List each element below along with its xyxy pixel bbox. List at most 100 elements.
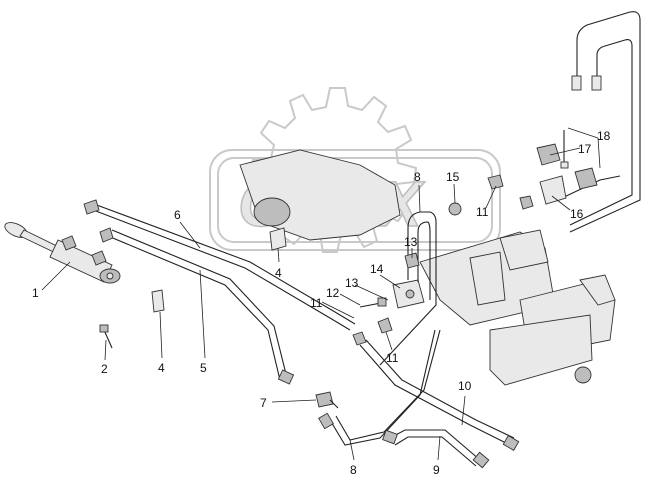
bolt-2-head — [99, 324, 109, 333]
bolt-2 — [103, 329, 113, 349]
base-eye-hole — [106, 272, 114, 280]
clamp-4b — [269, 227, 287, 251]
leader-8b — [418, 184, 421, 213]
leader-13a — [354, 284, 389, 301]
hose-5b — [111, 229, 288, 379]
pipe-fitting-a — [571, 75, 582, 91]
cap-nut — [448, 202, 462, 216]
leader-1 — [41, 261, 71, 291]
pipe-fitting-b — [591, 75, 602, 91]
elbow-left — [377, 317, 393, 334]
elbow-fitting — [574, 167, 598, 190]
callout-8: 8 — [350, 463, 357, 477]
leader-11c — [485, 185, 497, 209]
callout-5: 5 — [200, 361, 207, 375]
leader-7 — [271, 399, 317, 403]
port-fitting-a — [61, 235, 77, 251]
leader-9 — [437, 435, 441, 461]
hose-end-6 — [83, 199, 100, 215]
callout-13-upper: 13 — [404, 235, 418, 249]
callout-18: 18 — [597, 129, 611, 143]
leader-2 — [104, 339, 107, 361]
hose-5 — [107, 235, 281, 381]
frame-assembly — [239, 149, 616, 386]
callout-13-lower: 13 — [345, 276, 359, 290]
mounting-plate — [539, 175, 567, 205]
nut — [560, 161, 569, 169]
leader-18 — [597, 137, 601, 169]
watermark-frame — [209, 149, 501, 251]
leader-11a — [321, 301, 355, 319]
hose-end-8 — [318, 412, 334, 430]
hose-8 — [329, 329, 436, 446]
hose-9 — [389, 429, 481, 461]
hydraulic-cylinder — [4, 199, 121, 284]
callout-16: 16 — [570, 207, 584, 221]
port-fitting-b — [91, 250, 107, 266]
pipe-inner — [569, 39, 633, 226]
callout-11-left: 11 — [310, 296, 323, 310]
hose-end-9a — [382, 429, 398, 445]
drawbar-beam — [489, 314, 593, 386]
clamp-4a — [151, 289, 165, 313]
fitting-left — [487, 174, 504, 190]
pipe-outer — [569, 11, 641, 233]
leader-8a — [349, 439, 355, 461]
callout-7: 7 — [260, 396, 267, 410]
leader-12 — [339, 293, 361, 306]
pivot-pin — [574, 366, 592, 384]
leader-6 — [179, 221, 201, 249]
hose-6b — [93, 203, 356, 325]
pipe-cross — [561, 175, 621, 199]
small-parts — [99, 227, 287, 349]
callout-14: 14 — [370, 262, 384, 276]
leader-18b — [567, 127, 599, 139]
callout-1: 1 — [32, 286, 39, 300]
hose-set — [87, 203, 520, 469]
hose-end-10 — [502, 435, 520, 451]
leader-14 — [379, 274, 401, 289]
callout-2: 2 — [101, 362, 108, 376]
hose-9b — [394, 436, 477, 467]
hose-end-9b — [472, 451, 490, 469]
hose-6 — [87, 207, 351, 331]
hose-8b — [335, 329, 441, 441]
callout-6: 6 — [174, 208, 181, 222]
drawbar-head — [499, 229, 549, 271]
valve-group-centre — [352, 202, 462, 366]
callout-15: 15 — [446, 170, 460, 184]
bracket-hole — [253, 197, 291, 227]
hose-10 — [359, 344, 511, 446]
leader-15 — [453, 183, 456, 204]
hose-end-5 — [277, 369, 295, 385]
drawbar-lug — [579, 274, 616, 306]
leader-lines — [41, 127, 601, 461]
callout-labels: 1 2 4 5 6 4 7 8 9 10 11 11 12 13 14 13 8… — [32, 129, 611, 477]
tube-valve-up-2 — [417, 221, 431, 300]
tee-fitting — [536, 143, 561, 166]
callout-17: 17 — [578, 142, 592, 156]
callout-11-right: 11 — [476, 205, 489, 219]
leader-4b — [277, 247, 280, 263]
pipe-set-right — [561, 11, 641, 233]
fitting-lower — [519, 195, 534, 210]
callout-9: 9 — [433, 463, 440, 477]
adapter — [352, 331, 367, 346]
callout-10: 10 — [458, 379, 472, 393]
hose-10b — [365, 339, 515, 439]
callout-4-upper: 4 — [275, 266, 282, 280]
leader-16 — [551, 195, 571, 211]
drawbar-side-plate — [469, 251, 506, 306]
leader-5 — [199, 269, 206, 359]
leader-11b — [385, 331, 393, 351]
bolt-head — [377, 297, 387, 307]
leader-17 — [549, 147, 581, 156]
valve-group-right — [487, 130, 598, 210]
fitting-7 — [315, 391, 334, 408]
leader-10 — [461, 395, 466, 426]
gear-icon — [249, 87, 418, 253]
watermark-frame-inner — [217, 157, 493, 243]
callout-8-upper: 8 — [414, 170, 421, 184]
